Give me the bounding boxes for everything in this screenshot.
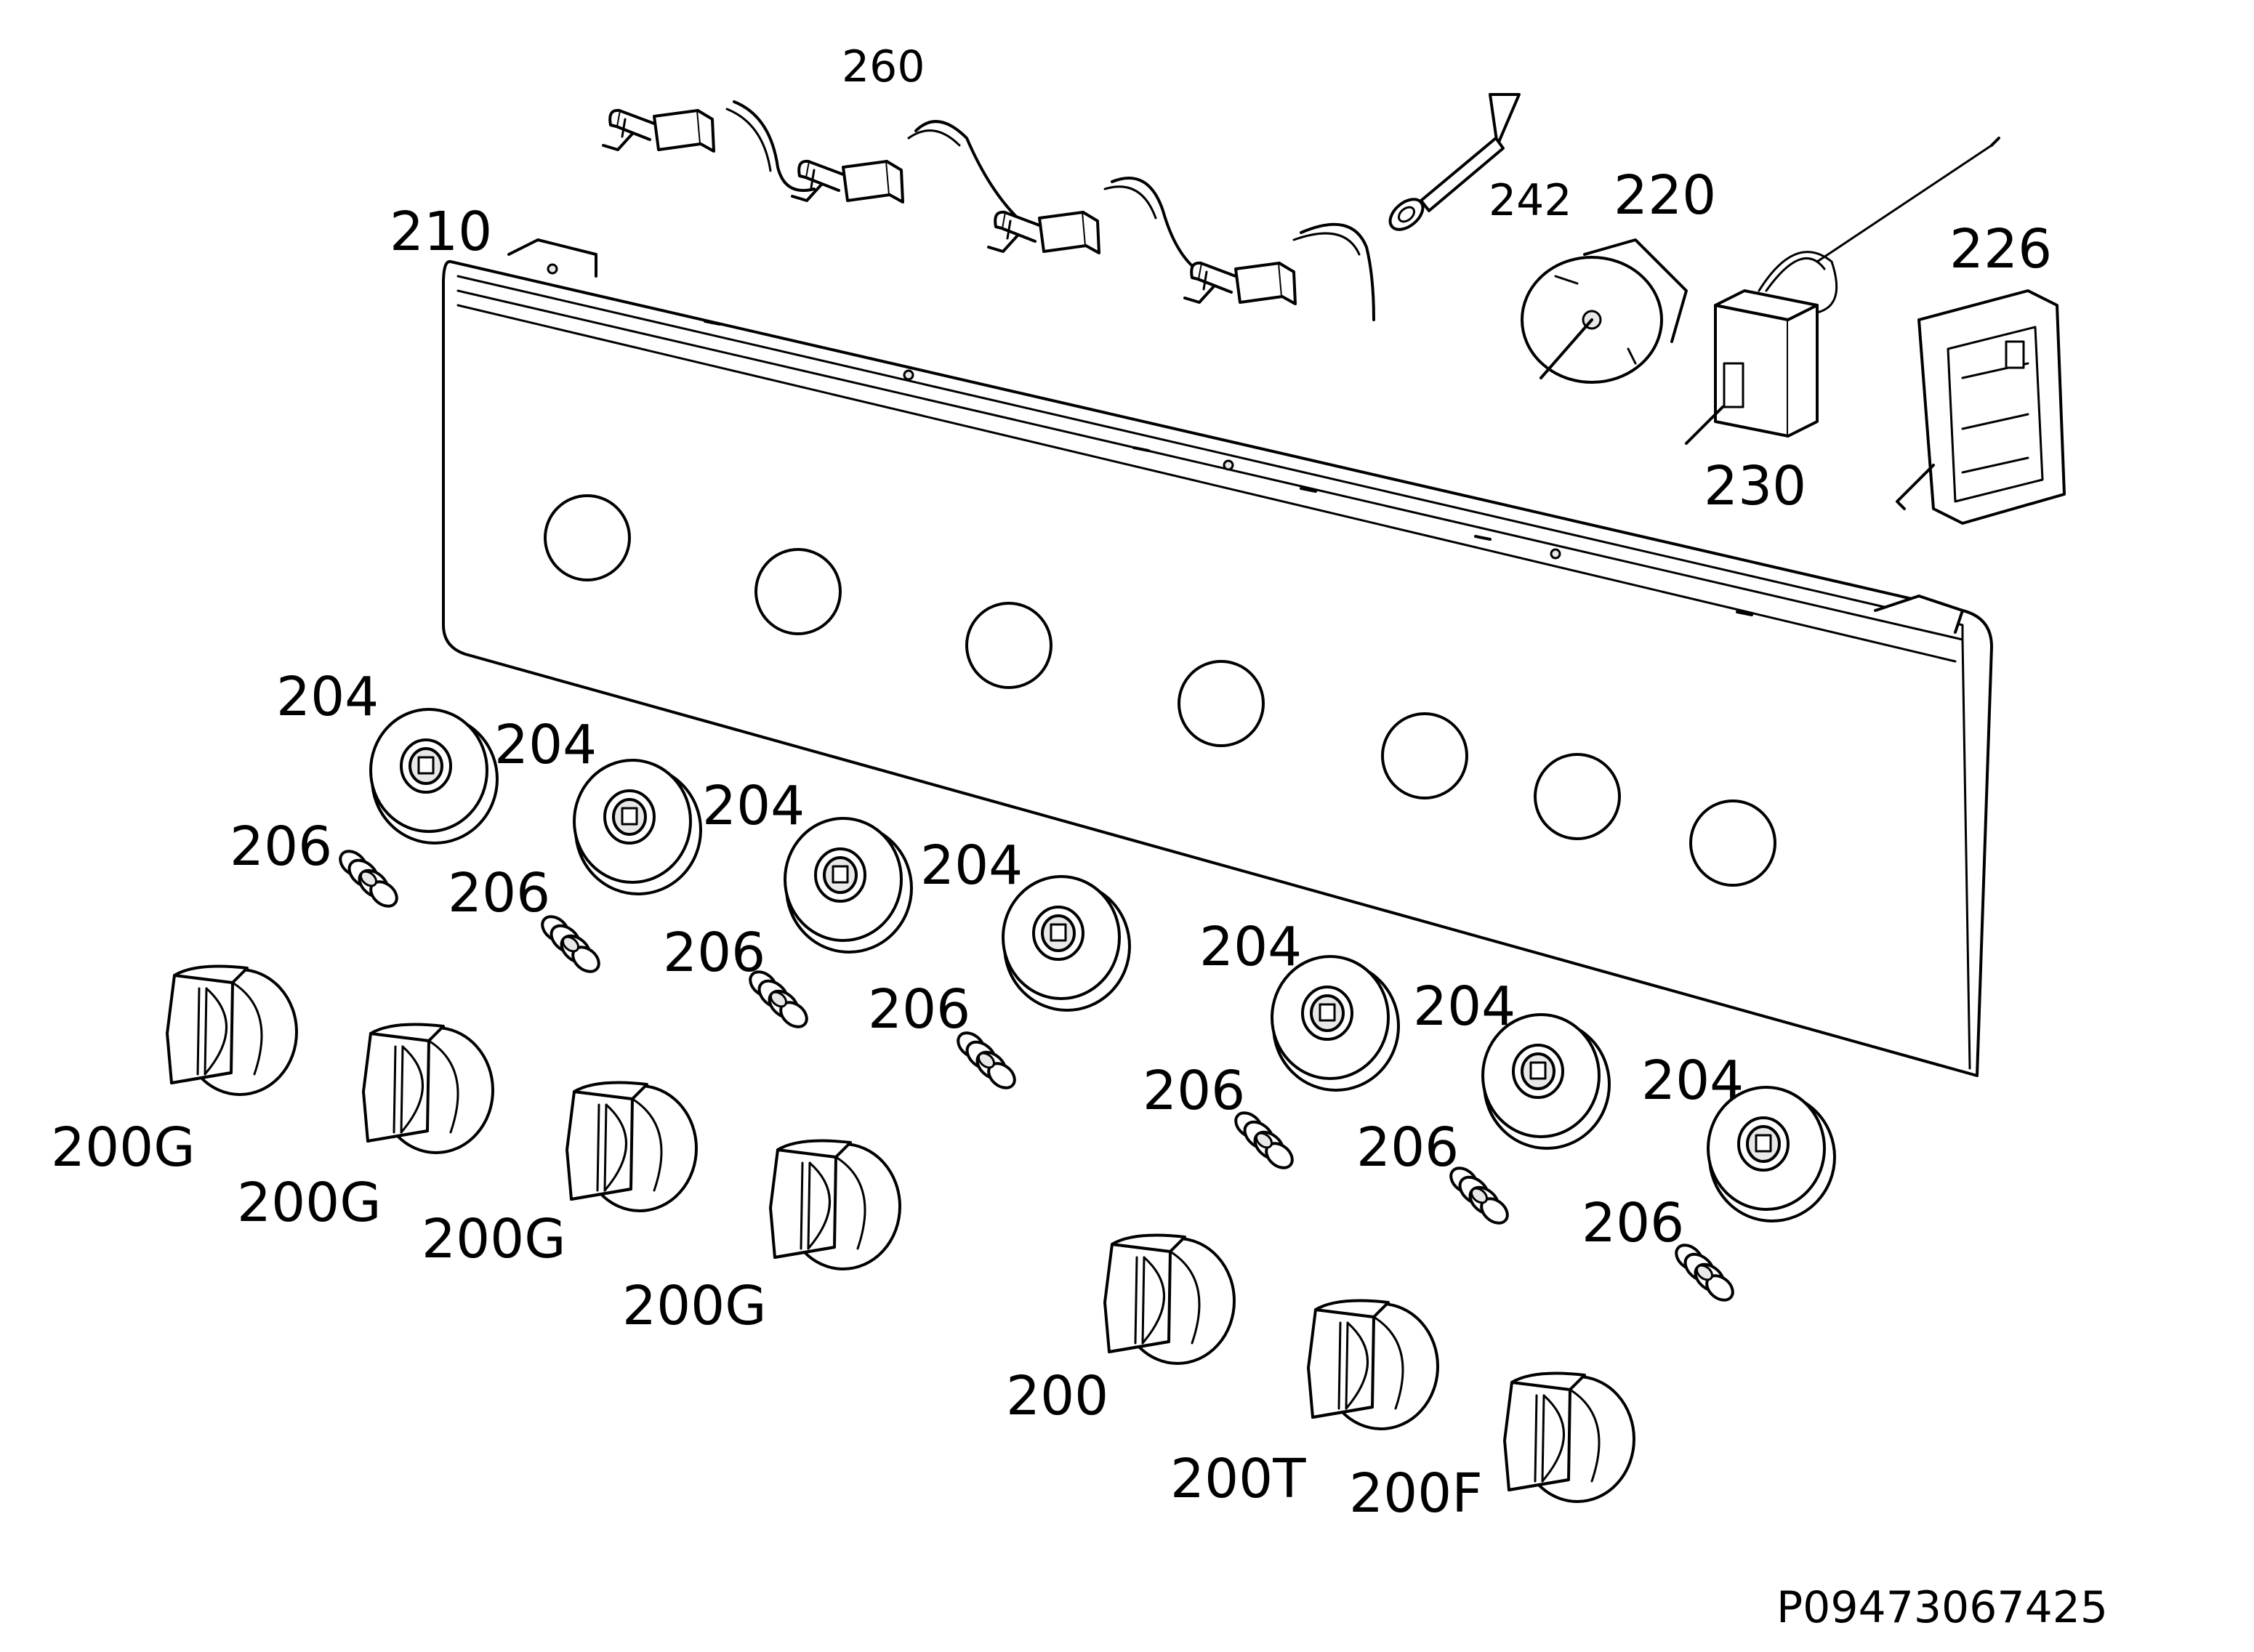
- callout-210: 210: [390, 201, 492, 263]
- callout-spring-4: 206: [868, 978, 970, 1041]
- callout-spring-7: 206: [1582, 1192, 1684, 1254]
- knob-part-3: [565, 1081, 698, 1212]
- callout-spring-2: 206: [448, 862, 550, 924]
- callout-labels: 260 242 220 226 210 230 204 204 204 204 …: [51, 41, 2052, 1525]
- callout-knob-6: 200T: [1170, 1448, 1306, 1510]
- switch-bracket-part: [1896, 289, 2066, 525]
- callout-226: 226: [1949, 218, 2052, 281]
- callout-knob-5: 200: [1006, 1365, 1108, 1427]
- control-panel-part: [442, 238, 1993, 1077]
- callout-ring-3: 204: [702, 775, 805, 837]
- callout-230: 230: [1704, 455, 1806, 517]
- thermostat-part: [1685, 137, 2000, 445]
- callout-spring-3: 206: [663, 922, 765, 984]
- knob-ring-part-3: [784, 817, 913, 954]
- knob-part-1: [166, 964, 298, 1096]
- callout-knob-3: 200G: [422, 1208, 566, 1270]
- wiring-harness: [602, 100, 1375, 321]
- callout-220: 220: [1614, 164, 1716, 227]
- knob-ring-part-1: [369, 708, 499, 845]
- callout-ring-5: 204: [1199, 916, 1302, 978]
- callout-ring-1: 204: [276, 666, 379, 728]
- callout-knob-2: 200G: [237, 1172, 382, 1234]
- callout-ring-7: 204: [1641, 1049, 1744, 1112]
- callout-260: 260: [842, 41, 925, 92]
- callout-ring-4: 204: [920, 834, 1023, 897]
- callout-spring-6: 206: [1356, 1116, 1459, 1179]
- knob-part-2: [362, 1023, 494, 1154]
- spring-part-1: [334, 845, 403, 913]
- callout-spring-5: 206: [1143, 1060, 1245, 1122]
- knob-part-4: [769, 1139, 901, 1270]
- knob-part-6: [1307, 1299, 1439, 1430]
- callout-242: 242: [1489, 175, 1572, 226]
- knob-part-7: [1503, 1371, 1635, 1503]
- callout-knob-4: 200G: [622, 1275, 767, 1337]
- timer-part: [1521, 238, 1688, 384]
- callout-knob-1: 200G: [51, 1116, 196, 1179]
- callout-spring-1: 206: [230, 815, 332, 878]
- sensor-part: [1388, 93, 1521, 231]
- callout-knob-7: 200F: [1349, 1462, 1483, 1525]
- callout-ring-6: 204: [1413, 975, 1516, 1038]
- knob-ring-part-2: [573, 759, 702, 895]
- drawing-id: P09473067425: [1776, 1582, 2108, 1633]
- callout-ring-2: 204: [494, 714, 597, 776]
- knob-part-5: [1103, 1233, 1236, 1365]
